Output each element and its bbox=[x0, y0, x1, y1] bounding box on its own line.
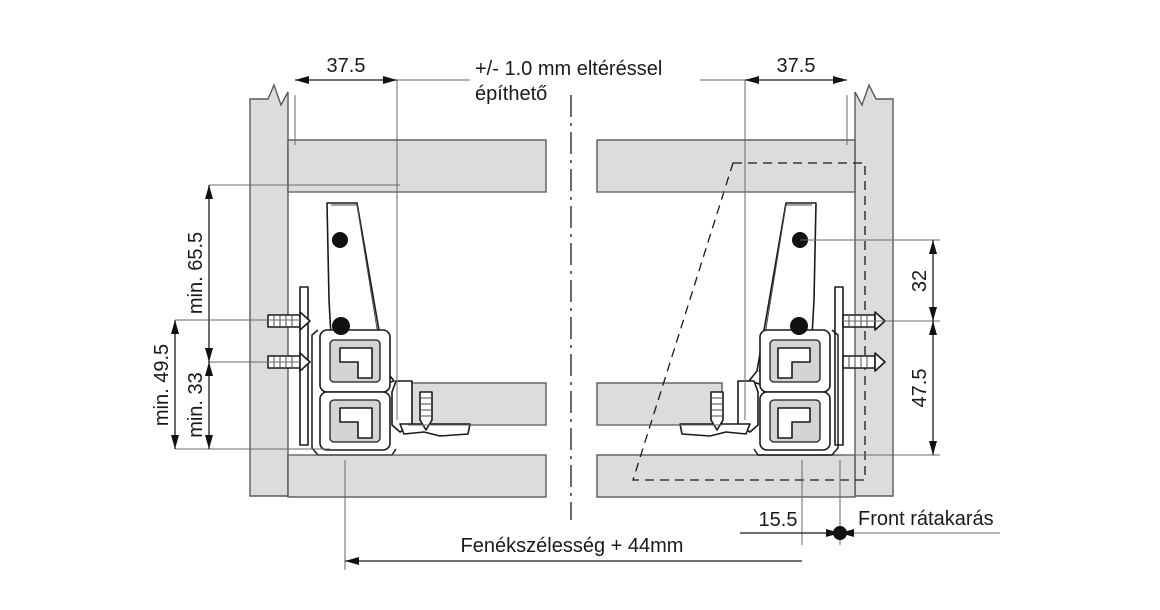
front-overlay-marker bbox=[833, 526, 847, 540]
dimension-min-65-5: min. 65.5 bbox=[185, 184, 400, 363]
right-screw-lower bbox=[842, 352, 886, 372]
left-lower-pin bbox=[332, 317, 350, 335]
left-bottom-panel bbox=[287, 454, 547, 498]
right-drawer-bottom-board bbox=[596, 382, 723, 426]
tolerance-note-line1: +/- 1.0 mm eltéréssel bbox=[475, 58, 662, 80]
dimension-label-top-right: 37.5 bbox=[777, 55, 816, 77]
dimension-32: 32 bbox=[800, 239, 940, 322]
dimension-label-15-5: 15.5 bbox=[759, 509, 798, 531]
right-bottom-panel bbox=[596, 454, 856, 498]
left-top-rail-panel bbox=[287, 139, 547, 193]
front-overlay-label: Front rátakarás bbox=[858, 508, 994, 530]
dimension-top-left-37-5: 37.5 bbox=[294, 55, 398, 420]
right-slide-assembly bbox=[679, 202, 886, 456]
front-overlay-note: Front rátakarás bbox=[833, 508, 1000, 540]
left-slide-assembly bbox=[267, 202, 471, 456]
dimension-min-33: min. 33 bbox=[185, 362, 213, 449]
left-screw-upper bbox=[267, 311, 311, 331]
right-lower-pin bbox=[790, 317, 808, 335]
left-runner-lower bbox=[319, 391, 391, 451]
dimension-label-min-33: min. 33 bbox=[185, 372, 207, 438]
dimension-label-top-left: 37.5 bbox=[327, 55, 366, 77]
left-runner-upper bbox=[319, 329, 391, 393]
left-bottom-screw bbox=[419, 391, 433, 431]
dimension-label-32: 32 bbox=[909, 270, 931, 292]
dimension-label-min-49-5: min. 49.5 bbox=[151, 344, 173, 426]
reference-lines bbox=[175, 191, 855, 456]
left-upper-pin bbox=[332, 232, 348, 248]
tolerance-note: +/- 1.0 mm eltéréssel építhető bbox=[397, 58, 745, 105]
left-cabinet-side-panel bbox=[249, 83, 289, 497]
dimension-min-49-5: min. 49.5 bbox=[151, 319, 330, 450]
dimension-label-47-5: 47.5 bbox=[909, 369, 931, 408]
right-bottom-screw bbox=[710, 391, 724, 431]
dimension-label-bottom-width: Fenékszélesség + 44mm bbox=[461, 535, 684, 557]
right-cabinet-side-panel bbox=[854, 83, 894, 497]
dimension-label-min-65-5: min. 65.5 bbox=[185, 232, 207, 314]
right-runner-upper bbox=[759, 329, 831, 393]
dimension-47-5: 47.5 bbox=[843, 321, 940, 456]
dimension-top-right-37-5: 37.5 bbox=[744, 55, 848, 420]
right-runner-lower bbox=[759, 391, 831, 451]
dimension-bottom-width: Fenékszélesség + 44mm bbox=[344, 460, 802, 570]
tolerance-note-line2: építhető bbox=[475, 83, 547, 105]
